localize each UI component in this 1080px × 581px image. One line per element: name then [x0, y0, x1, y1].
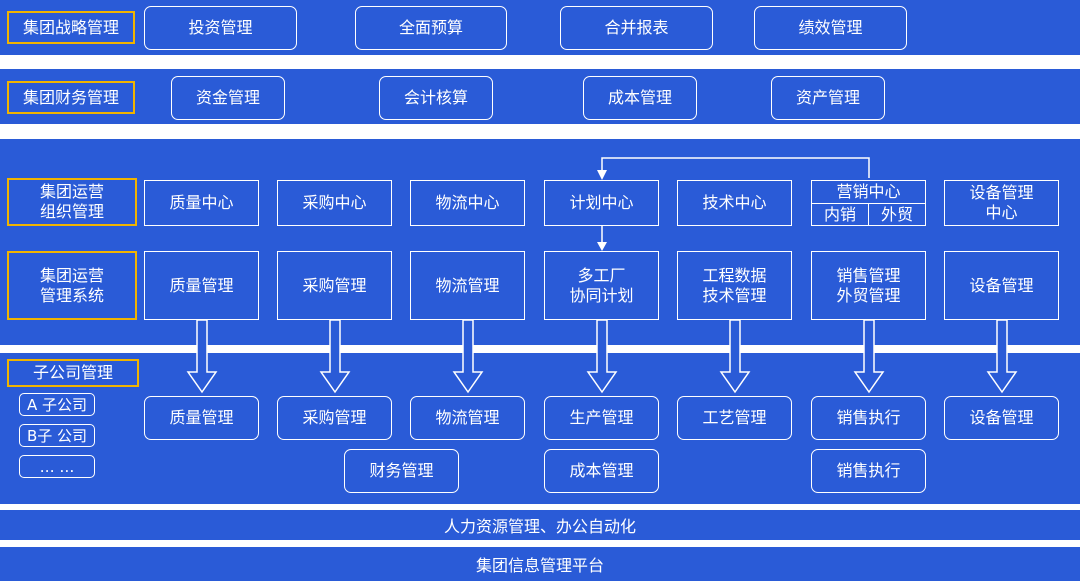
sub-finance-management-box: 财务管理 [344, 449, 459, 493]
operations-system-label: 集团运营 管理系统 [7, 251, 137, 320]
sub-process-management-box: 工艺管理 [677, 396, 792, 440]
quality-center-box: 质量中心 [144, 180, 259, 226]
hollow-arrow-4 [586, 319, 618, 394]
hollow-arrow-2 [319, 319, 351, 394]
marketing-center-split: 内销 外贸 [812, 203, 925, 225]
marketing-center-box: 营销中心 内销 外贸 [811, 180, 926, 226]
engineering-data-box: 工程数据 技术管理 [677, 251, 792, 320]
fund-management-box: 资金管理 [171, 76, 285, 120]
subsidiary-band [0, 353, 1080, 504]
feedback-connector [601, 157, 870, 178]
equipment-center-box: 设备管理 中心 [944, 180, 1059, 226]
investment-management-box: 投资管理 [144, 6, 297, 50]
subsidiary-more-box: … … [19, 455, 95, 478]
equipment-management-system-box: 设备管理 [944, 251, 1059, 320]
sub-sales-execution-2-box: 销售执行 [811, 449, 926, 493]
operations-band [0, 139, 1080, 345]
plan-down-arrowhead [597, 242, 607, 251]
hollow-arrow-3 [452, 319, 484, 394]
information-platform-label: 集团信息管理平台 [475, 556, 604, 575]
strategy-label: 集团战略管理 [7, 11, 135, 44]
sub-equipment-management-box: 设备管理 [944, 396, 1059, 440]
performance-management-box: 绩效管理 [754, 6, 907, 50]
cost-management-box: 成本管理 [583, 76, 697, 120]
marketing-center-title: 营销中心 [836, 182, 901, 201]
logistics-center-box: 物流中心 [410, 180, 525, 226]
sub-production-management-box: 生产管理 [544, 396, 659, 440]
sub-sales-execution-box: 销售执行 [811, 396, 926, 440]
hollow-arrow-6 [853, 319, 885, 394]
logistics-management-system-box: 物流管理 [410, 251, 525, 320]
planning-center-box: 计划中心 [544, 180, 659, 226]
finance-label: 集团财务管理 [7, 81, 135, 114]
purchasing-center-box: 采购中心 [277, 180, 392, 226]
feedback-arrowhead [597, 170, 607, 180]
operations-org-label: 集团运营 组织管理 [7, 178, 137, 226]
quality-management-system-box: 质量管理 [144, 251, 259, 320]
domestic-sales-cell: 内销 [812, 204, 869, 225]
sub-cost-management-box: 成本管理 [544, 449, 659, 493]
sales-trade-management-box: 销售管理 外贸管理 [811, 251, 926, 320]
asset-management-box: 资产管理 [771, 76, 885, 120]
comprehensive-budget-box: 全面预算 [355, 6, 507, 50]
hollow-arrow-1 [186, 319, 218, 394]
hr-office-automation-label: 人力资源管理、办公自动化 [443, 517, 636, 536]
hollow-arrows [186, 319, 1018, 394]
hr-band [0, 510, 1080, 540]
subsidiary-a-box: A 子公司 [19, 393, 95, 416]
foreign-trade-cell: 外贸 [880, 204, 913, 224]
purchasing-management-system-box: 采购管理 [277, 251, 392, 320]
accounting-box: 会计核算 [379, 76, 493, 120]
subsidiary-b-box: B子 公司 [19, 424, 95, 447]
technology-center-box: 技术中心 [677, 180, 792, 226]
hollow-arrow-7 [986, 319, 1018, 394]
sub-logistics-management-box: 物流管理 [410, 396, 525, 440]
sub-quality-management-box: 质量管理 [144, 396, 259, 440]
multi-plant-planning-box: 多工厂 协同计划 [544, 251, 659, 320]
sub-purchasing-management-box: 采购管理 [277, 396, 392, 440]
platform-band [0, 547, 1080, 581]
hollow-arrow-5 [719, 319, 751, 394]
subsidiary-label: 子公司管理 [7, 359, 139, 387]
consolidated-statements-box: 合并报表 [560, 6, 713, 50]
finance-band [0, 69, 1080, 124]
